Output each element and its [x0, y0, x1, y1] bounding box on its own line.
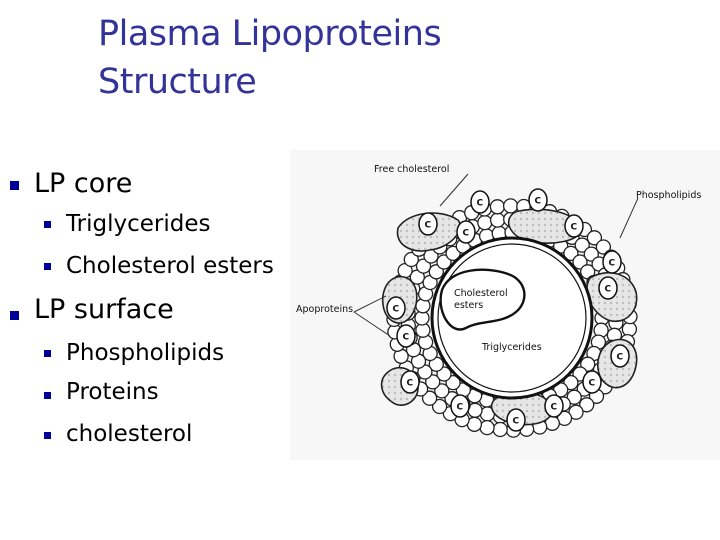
sub-bullet-cholesterol: cholesterol [66, 421, 193, 447]
bullet-marker [10, 311, 19, 320]
cholesterol-marker-label: C [617, 353, 624, 363]
phospholipid-bead [568, 404, 584, 420]
slide-title: Plasma Lipoproteins Structure [98, 10, 442, 106]
phospholipid-bead [421, 390, 438, 406]
apoprotein-blob [507, 208, 581, 244]
phospholipid-bead [431, 398, 448, 415]
cholesterol-marker-label: C [513, 417, 520, 427]
cholesterol-marker-label: C [535, 197, 542, 207]
phospholipid-bead [425, 374, 441, 390]
cholesterol-marker: C [456, 220, 476, 244]
label-cholesterol-esters-1: Cholesterol [454, 288, 508, 299]
phospholipid-bead [586, 230, 603, 246]
sub-bullet-marker [44, 432, 51, 439]
phospholipid-bead [477, 214, 493, 231]
cholesterol-marker: C [450, 394, 470, 418]
sub-bullet-proteins: Proteins [66, 379, 159, 405]
cholesterol-marker: C [544, 394, 564, 418]
cholesterol-marker-label: C [393, 305, 400, 315]
cholesterol-marker-label: C [589, 379, 596, 389]
pointer-lines [353, 173, 639, 337]
phospholipid-bead [489, 199, 506, 215]
cholesterol-marker: C [396, 324, 416, 348]
cholesterol-marker: C [610, 344, 630, 368]
cholesterol-marker: C [598, 276, 618, 300]
free-cholesterol-markers: C C C C C C C C C C C C C C C [386, 188, 630, 432]
pointer-apoproteins [353, 295, 387, 313]
pointer-free-cholesterol [439, 173, 469, 207]
phospholipid-bead [563, 374, 579, 391]
phospholipid-bead [595, 239, 612, 255]
phospholipid-bead [434, 383, 450, 399]
phospholipid-bead [621, 321, 638, 337]
phospholipid-bead [489, 212, 506, 228]
cholesterol-marker: C [418, 212, 438, 236]
pointer-apoproteins-2 [353, 311, 391, 337]
cholesterol-marker-label: C [457, 403, 464, 413]
phospholipid-bead [502, 198, 519, 214]
phospholipid-bead [566, 389, 582, 405]
cholesterol-marker: C [564, 214, 584, 238]
cholesterol-marker-label: C [403, 333, 410, 343]
bullet-lp-surface: LP surface [34, 294, 174, 325]
lipoprotein-structure-diagram: C C C C C C C C C C C C C C C Free cholesterol Phospho… [290, 150, 720, 460]
cholesterol-marker: C [470, 190, 490, 214]
cholesterol-marker: C [506, 408, 526, 432]
label-triglycerides: Triglycerides [481, 342, 542, 353]
cholesterol-marker-label: C [605, 285, 612, 295]
bullet-lp-core: LP core [34, 168, 133, 199]
sub-bullet-marker [44, 263, 51, 270]
cholesterol-marker: C [582, 370, 602, 394]
cholesterol-marker-label: C [407, 379, 414, 389]
cholesterol-marker-label: C [571, 223, 578, 233]
phospholipid-bead [579, 397, 595, 413]
cholesterol-marker: C [400, 370, 420, 394]
sub-bullet-marker [44, 221, 51, 228]
cholesterol-marker-label: C [551, 403, 558, 413]
cholesterol-marker-label: C [425, 221, 432, 231]
cholesterol-esters-region [439, 268, 526, 331]
sub-bullet-triglycerides: Triglycerides [66, 211, 211, 237]
cholesterol-marker: C [386, 296, 406, 320]
phospholipid-bead [492, 421, 508, 438]
label-cholesterol-esters-2: esters [454, 300, 483, 311]
label-apoproteins: Apoproteins [296, 304, 353, 315]
sub-bullet-marker [44, 392, 51, 399]
bullet-marker [10, 181, 19, 190]
cholesterol-marker: C [602, 250, 622, 274]
cholesterol-marker-label: C [477, 199, 484, 209]
cholesterol-marker: C [528, 188, 548, 212]
pointer-phospholipids [619, 197, 639, 239]
cholesterol-marker-label: C [609, 259, 616, 269]
phospholipid-bead [403, 251, 419, 268]
phospholipid-bead [445, 245, 461, 262]
phospholipid-bead [574, 237, 590, 253]
phospholipid-bead [479, 419, 495, 436]
phospholipid-bead [583, 246, 599, 262]
cholesterol-marker-label: C [463, 229, 470, 239]
label-phospholipids: Phospholipids [636, 190, 701, 201]
sub-bullet-marker [44, 350, 51, 357]
title-line-1: Plasma Lipoproteins [98, 14, 442, 54]
phospholipid-bead [415, 258, 432, 274]
label-free-cholesterol: Free cholesterol [374, 164, 449, 175]
sub-bullet-cholesterol-esters: Cholesterol esters [66, 253, 274, 279]
title-line-2: Structure [98, 62, 257, 102]
sub-bullet-phospholipids: Phospholipids [66, 340, 225, 366]
